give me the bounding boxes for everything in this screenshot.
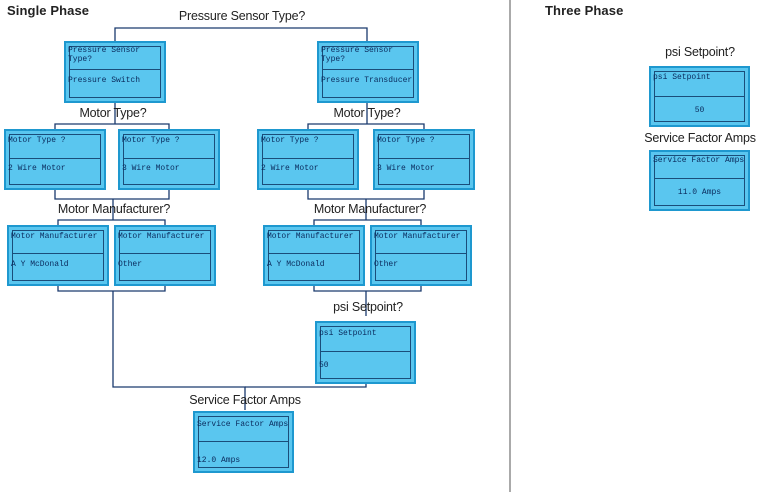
display-mfr-aym-right: Motor Manufacturer A Y McDonald [263,225,365,286]
display-value: Other [118,260,143,269]
display-value: 3 Wire Motor [377,164,435,173]
display-value: 11.0 Amps [677,188,722,197]
display-mfr-other-left: Motor Manufacturer Other [114,225,216,286]
display-title: Pressure Sensor Type? [321,46,394,64]
display-value: 2 Wire Motor [8,164,66,173]
display-pressure-transducer: Pressure Sensor Type? Pressure Transduce… [317,41,419,103]
question-psi-setpoint-single: psi Setpoint? [333,300,403,314]
question-motor-type-left: Motor Type? [79,106,147,120]
display-title: Motor Type ? [122,136,180,145]
display-title: Motor Manufacturer [267,232,354,241]
connector-motor-split-right [307,123,425,129]
display-mfr-aym-left: Motor Manufacturer A Y McDonald [7,225,109,286]
connector-pressure-split [114,27,368,41]
display-value: Pressure Transducer [321,76,413,85]
question-psi-setpoint-three: psi Setpoint? [665,45,735,59]
display-mfr-other-right: Motor Manufacturer Other [370,225,472,286]
question-service-factor-amps-three: Service Factor Amps [644,131,756,145]
question-motor-manufacturer-left: Motor Manufacturer? [57,202,171,216]
display-title: Service Factor Amps [653,156,745,165]
connector-motor-split-left [54,123,170,129]
display-value: 2 Wire Motor [261,164,319,173]
display-title: Service Factor Amps [197,420,289,429]
display-motor-type-2wire-right: Motor Type ? 2 Wire Motor [257,129,359,190]
display-title: Motor Manufacturer [374,232,461,241]
display-title: Motor Type ? [8,136,66,145]
display-value: 50 [319,361,329,370]
connector-mfr-merge-right [313,286,422,292]
display-title: Motor Type ? [261,136,319,145]
section-title-three-phase: Three Phase [545,3,624,18]
display-motor-type-3wire-right: Motor Type ? 3 Wire Motor [373,129,475,190]
section-title-single-phase: Single Phase [7,3,90,18]
display-motor-type-3wire-left: Motor Type ? 3 Wire Motor [118,129,220,190]
display-value: Other [374,260,399,269]
display-motor-type-2wire-left: Motor Type ? 2 Wire Motor [4,129,106,190]
question-service-factor-amps-single: Service Factor Amps [189,393,301,407]
display-service-factor-single: Service Factor Amps 12.0 Amps [193,411,294,473]
display-value: 3 Wire Motor [122,164,180,173]
question-pressure-sensor-type: Pressure Sensor Type? [178,9,306,23]
display-title: Motor Manufacturer [118,232,205,241]
display-value: A Y McDonald [267,260,325,269]
connector-psi-to-service [245,384,367,388]
display-value: 50 [694,106,705,115]
connector-mfr-split-right [313,219,422,225]
display-pressure-switch: Pressure Sensor Type? Pressure Switch [64,41,166,103]
connector-motor-merge-right [307,190,425,200]
connector-motor-merge-left [54,190,170,200]
display-value: A Y McDonald [11,260,69,269]
display-value: 12.0 Amps [197,456,241,465]
display-psi-setpoint-three: psi Setpoint 50 [649,66,750,127]
display-service-factor-three: Service Factor Amps 11.0 Amps [649,150,750,211]
connector-left-to-service [112,291,246,410]
display-psi-setpoint-single: psi Setpoint 50 [315,321,416,384]
question-motor-type-right: Motor Type? [333,106,401,120]
display-value: Pressure Switch [68,76,141,85]
connector-mfr-split-left [57,219,166,225]
display-title: Pressure Sensor Type? [68,46,141,64]
display-title: Motor Type ? [377,136,435,145]
display-title: psi Setpoint [653,73,711,82]
connector-mfr-merge-left [57,286,166,292]
display-title: psi Setpoint [319,329,377,338]
question-motor-manufacturer-right: Motor Manufacturer? [313,202,427,216]
display-title: Motor Manufacturer [11,232,98,241]
